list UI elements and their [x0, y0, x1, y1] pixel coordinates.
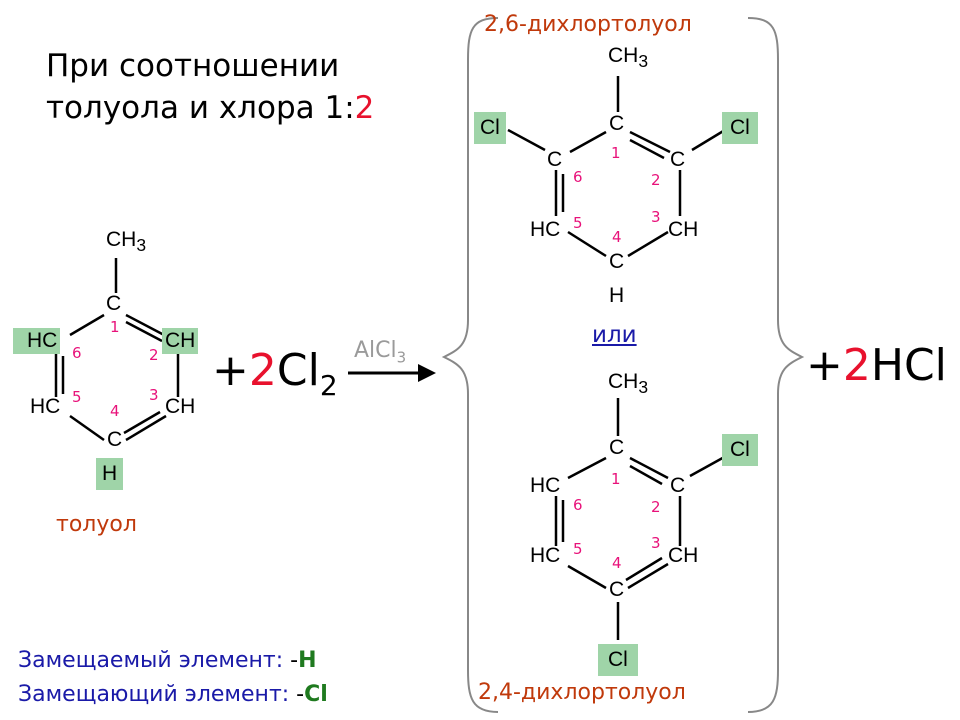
- catalyst: AlCl3: [354, 338, 407, 367]
- reaction-arrow: [348, 364, 436, 382]
- product-bottom-c2: C: [670, 474, 686, 497]
- reagent-formula: +2Cl2: [212, 345, 338, 402]
- toluene-name: толуол: [56, 512, 137, 537]
- toluene-num-4: 4: [110, 402, 120, 420]
- product-top-cl-left: Cl: [474, 112, 506, 144]
- product-top-h4: H: [609, 284, 625, 307]
- toluene-num-5: 5: [72, 388, 82, 406]
- product-top-num-4: 4: [612, 228, 622, 246]
- product-bottom-cl-bottom: Cl: [598, 644, 638, 676]
- product-top-num-6: 6: [573, 168, 583, 186]
- product-top-cl-right: Cl: [722, 112, 758, 144]
- product-bottom-num-2: 2: [651, 498, 661, 516]
- legend-replacing: Замещающий элемент: -Cl: [18, 682, 328, 707]
- left-brace: [441, 17, 499, 713]
- toluene-bonds: [54, 258, 180, 442]
- product-bottom-c6: HC: [530, 474, 561, 497]
- product-top-num-3: 3: [651, 208, 661, 226]
- toluene-num-3: 3: [149, 386, 159, 404]
- or-label: или: [592, 322, 637, 348]
- toluene-c4: C: [107, 428, 123, 451]
- toluene-num-1: 1: [110, 318, 120, 336]
- title-line-1: При соотношении: [46, 48, 340, 84]
- product-bottom-cl-right: Cl: [722, 434, 758, 466]
- toluene-c2: CH: [162, 328, 199, 354]
- ratio-value: 2: [354, 90, 375, 126]
- product-top-num-1: 1: [611, 144, 621, 162]
- product-top-c3: CH: [668, 218, 699, 241]
- product-top-num-5: 5: [573, 214, 583, 232]
- product-bottom-ch3: CH3: [608, 370, 649, 398]
- product-top-name: 2,6-дихлортолуол: [484, 12, 692, 37]
- legend-replaced: Замещаемый элемент: -H: [18, 648, 317, 673]
- product-bottom-num-5: 5: [573, 540, 583, 558]
- product-bottom-c1: C: [609, 436, 625, 459]
- toluene-h4: H: [96, 458, 124, 490]
- toluene-c5: HC: [30, 395, 61, 418]
- product-top-c5: HC: [530, 218, 561, 241]
- product-top-c2: C: [670, 148, 686, 171]
- product-bottom-num-3: 3: [651, 534, 661, 552]
- product-bottom-bonds: [554, 398, 729, 640]
- product-bottom-num-4: 4: [612, 554, 622, 572]
- product-top-num-2: 2: [651, 171, 661, 189]
- toluene-c3: CH: [165, 395, 196, 418]
- product-top-ch3: CH3: [608, 44, 649, 72]
- toluene-num-6: 6: [72, 344, 82, 362]
- right-brace: [747, 17, 805, 713]
- product-top-c1: C: [609, 112, 625, 135]
- product-bottom-c3: CH: [668, 544, 699, 567]
- product-bottom-c4: C: [609, 578, 625, 601]
- toluene-ch3: CH3: [106, 228, 147, 256]
- toluene-c6: HC: [13, 328, 61, 354]
- product-bottom-num-1: 1: [611, 470, 621, 488]
- product-top-c6: C: [547, 148, 563, 171]
- byproduct-formula: +2HCl: [806, 340, 947, 391]
- product-top-c4: C: [609, 250, 625, 273]
- toluene-num-2: 2: [149, 346, 159, 364]
- title-line-2: толуола и хлора 1:2: [46, 90, 375, 126]
- product-top-bonds: [507, 76, 726, 258]
- toluene-c1: C: [106, 292, 122, 315]
- product-bottom-c5: HC: [530, 544, 561, 567]
- product-bottom-name: 2,4-дихлортолуол: [478, 680, 686, 705]
- product-bottom-num-6: 6: [573, 496, 583, 514]
